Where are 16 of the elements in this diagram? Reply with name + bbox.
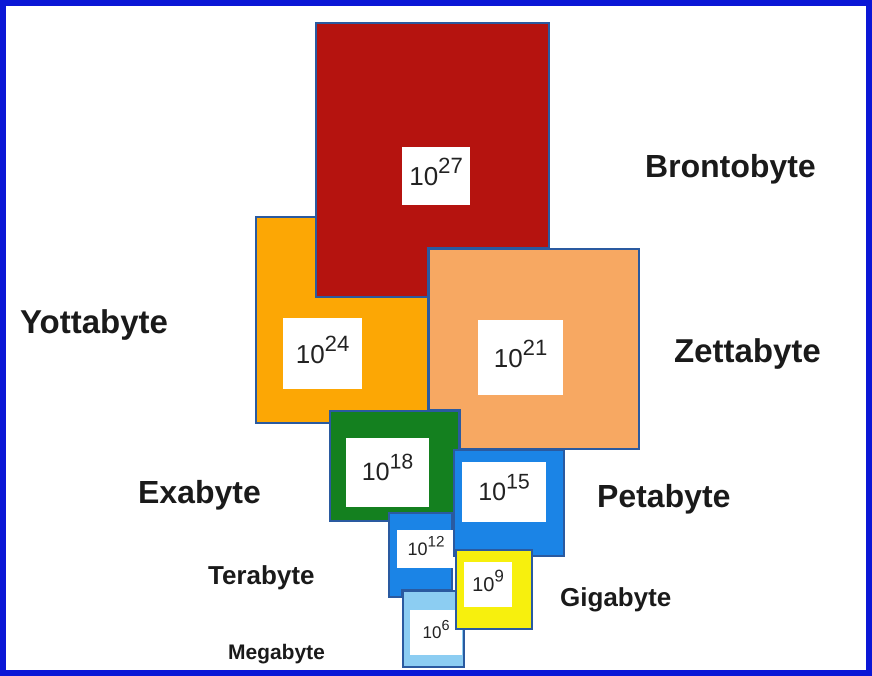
value-label: 10$^{15}$ bbox=[462, 462, 546, 522]
unit-name-label: Brontobyte bbox=[645, 150, 816, 182]
unit-name-label: Petabyte bbox=[597, 480, 730, 512]
unit-name-label: Exabyte bbox=[138, 476, 261, 508]
value-label: 10$^{9}$ bbox=[464, 562, 512, 607]
unit-name-label: Gigabyte bbox=[560, 584, 672, 610]
unit-name-label: Terabyte bbox=[208, 562, 314, 588]
value-label: 10$^{24}$ bbox=[283, 318, 362, 389]
value-label: 10$^{6}$ bbox=[410, 610, 462, 655]
value-label: 10$^{27}$ bbox=[402, 147, 470, 205]
unit-name-label: Megabyte bbox=[228, 642, 325, 663]
value-label: 10$^{12}$ bbox=[397, 530, 455, 568]
value-label: 10$^{18}$ bbox=[346, 438, 429, 507]
unit-name-label: Yottabyte bbox=[20, 305, 168, 338]
value-label: 10$^{21}$ bbox=[478, 320, 563, 395]
unit-name-label: Zettabyte bbox=[674, 334, 821, 367]
